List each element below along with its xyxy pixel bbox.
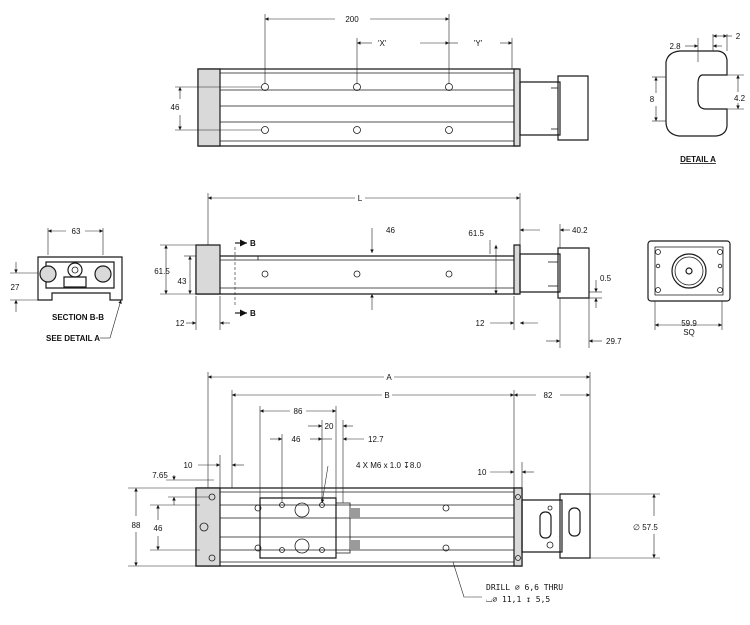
detail-a-label: DETAIL A [680, 155, 716, 164]
section-marker-bottom: B [250, 309, 256, 318]
end-view: 59.9 SQ [648, 241, 730, 337]
section-bb: 63 27 SECTION B-B SEE DETAIL A [10, 227, 122, 343]
dim-10-right: 10 [478, 468, 487, 477]
dim-2: 2 [736, 32, 741, 41]
dim-61-5-left: 61.5 [154, 267, 170, 276]
top-view: 200 'X' 'Y' 46 [171, 14, 588, 146]
bottom-view: A B 82 86 20 46 12.7 10 7.65 10 4 X M6 x… [128, 372, 660, 604]
dim-L: L [358, 194, 363, 203]
section-bb-label: SECTION B-B [52, 313, 104, 322]
dim-200: 200 [345, 15, 359, 24]
dim-46-bottom: 46 [292, 435, 301, 444]
dim-46-top: 46 [171, 103, 180, 112]
dim-12-7: 12.7 [368, 435, 384, 444]
dim-59-9: 59.9 [681, 319, 697, 328]
section-marker-top: B [250, 239, 256, 248]
dim-29-7: 29.7 [606, 337, 622, 346]
dim-x: 'X' [378, 39, 387, 48]
dim-4-2: 4.2 [734, 94, 746, 103]
detail-a: 2.8 2 8 4.2 DETAIL A [650, 32, 746, 164]
hole-callout: 4 X M6 x 1.0 ↧8.0 [356, 461, 422, 470]
dim-43: 43 [178, 277, 187, 286]
dim-40-2: 40.2 [572, 226, 588, 235]
dim-0-5: 0.5 [600, 274, 612, 283]
side-view: L 46 61.5 40.2 61.5 43 0.5 12 12 29.7 B … [154, 193, 622, 348]
dim-y: 'Y' [474, 39, 483, 48]
drill-callout-line1: DRILL ∅ 6,6 THRU [486, 583, 563, 592]
dim-46-side: 46 [386, 226, 395, 235]
drill-callout-line2: ⌴∅ 11,1 ↧ 5,5 [486, 595, 550, 604]
dim-10-left: 10 [184, 461, 193, 470]
dim-57-5: ∅ 57.5 [633, 523, 658, 532]
see-detail-a: SEE DETAIL A [46, 334, 100, 343]
dim-A: A [386, 373, 392, 382]
dim-sq: SQ [683, 328, 695, 337]
dim-46-vertical: 46 [154, 524, 163, 533]
dim-7-65: 7.65 [152, 471, 168, 480]
dim-8: 8 [650, 95, 655, 104]
dim-B: B [384, 391, 389, 400]
dim-61-5-right: 61.5 [468, 229, 484, 238]
dim-88: 88 [132, 521, 141, 530]
dim-20: 20 [325, 422, 334, 431]
dim-12-right: 12 [476, 319, 485, 328]
dim-27: 27 [11, 283, 20, 292]
dim-12-left: 12 [176, 319, 185, 328]
dim-86: 86 [294, 407, 303, 416]
dim-63: 63 [72, 227, 81, 236]
dim-82: 82 [544, 391, 553, 400]
dim-2-8: 2.8 [669, 42, 681, 51]
